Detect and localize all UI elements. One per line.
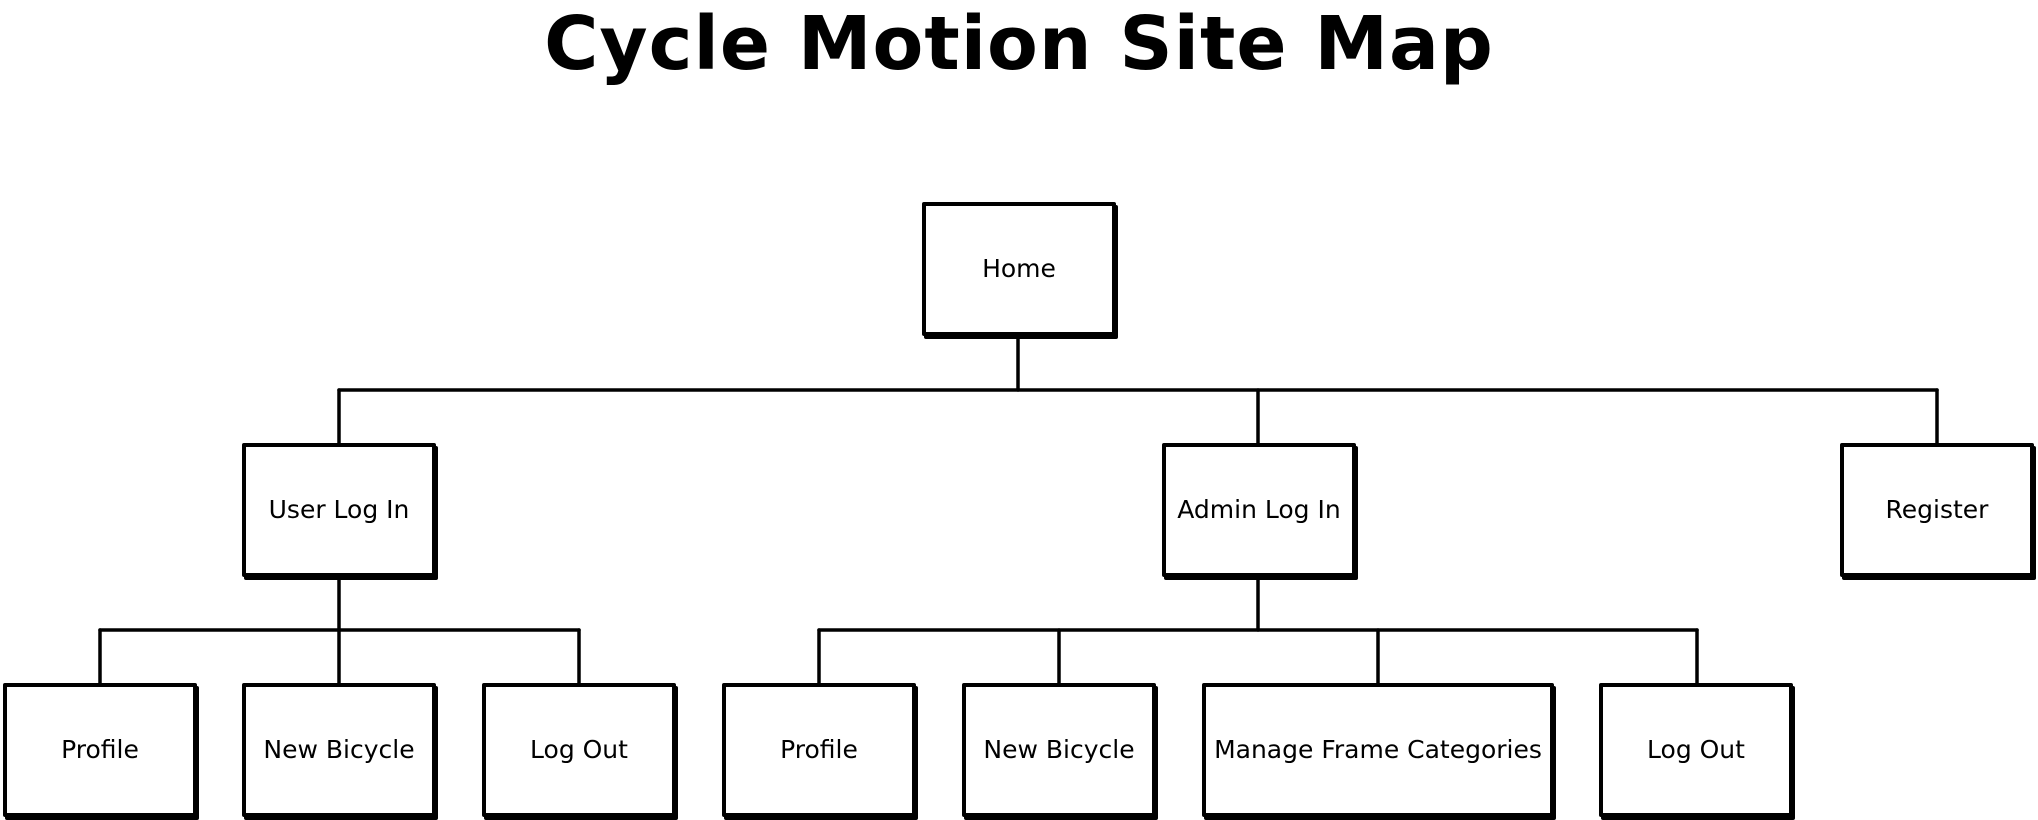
node-home: Home bbox=[922, 202, 1116, 336]
node-user-log-out: Log Out bbox=[482, 683, 676, 817]
node-user-profile: Profile bbox=[3, 683, 197, 817]
page-title: Cycle Motion Site Map bbox=[544, 1, 1494, 87]
node-user-log-out-label: Log Out bbox=[530, 735, 628, 764]
node-user-new-bicycle-label: New Bicycle bbox=[263, 735, 415, 764]
node-admin-new-bicycle: New Bicycle bbox=[962, 683, 1156, 817]
node-admin-log-in-label: Admin Log In bbox=[1177, 495, 1341, 524]
node-admin-new-bicycle-label: New Bicycle bbox=[983, 735, 1135, 764]
node-user-log-in: User Log In bbox=[242, 443, 436, 577]
node-user-new-bicycle: New Bicycle bbox=[242, 683, 436, 817]
node-admin-manage-frame-categories: Manage Frame Categories bbox=[1202, 683, 1554, 817]
node-admin-profile-label: Profile bbox=[780, 735, 858, 764]
node-admin-log-out: Log Out bbox=[1599, 683, 1793, 817]
node-user-log-in-label: User Log In bbox=[268, 495, 410, 524]
node-admin-profile: Profile bbox=[722, 683, 916, 817]
node-admin-manage-frame-categories-label: Manage Frame Categories bbox=[1214, 735, 1542, 764]
node-user-profile-label: Profile bbox=[61, 735, 139, 764]
node-admin-log-in: Admin Log In bbox=[1162, 443, 1356, 577]
node-register-label: Register bbox=[1885, 495, 1989, 524]
node-admin-log-out-label: Log Out bbox=[1647, 735, 1745, 764]
node-register: Register bbox=[1840, 443, 2034, 577]
node-home-label: Home bbox=[982, 254, 1056, 283]
